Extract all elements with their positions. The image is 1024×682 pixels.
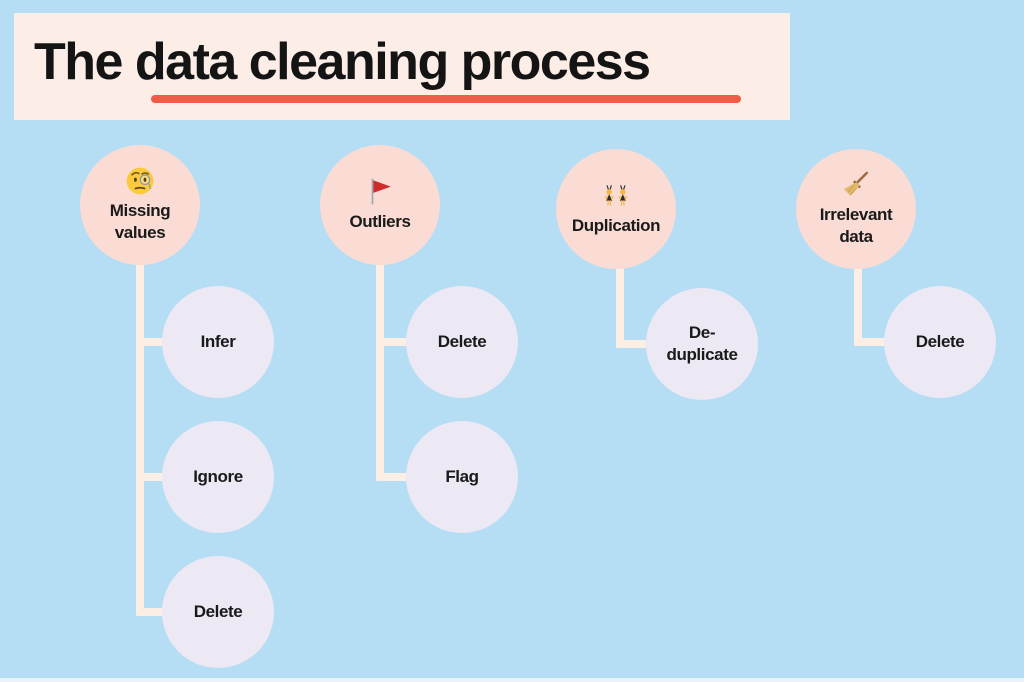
connector-branch-delete-outliers xyxy=(376,338,414,346)
page-title: The data cleaning process xyxy=(34,33,651,91)
node-ignore: Ignore xyxy=(162,421,274,533)
node-delete-missing: Delete xyxy=(162,556,274,668)
node-label: Missing values xyxy=(109,201,171,242)
node-label: Infer xyxy=(200,332,236,352)
connector-branch-delete-missing xyxy=(136,608,174,616)
node-delete-irrelevant: Delete xyxy=(884,286,996,398)
node-label: Delete xyxy=(915,332,965,352)
dancing-twins-icon xyxy=(601,181,631,211)
connector-branch-ignore xyxy=(136,473,174,481)
node-de-duplicate: De-duplicate xyxy=(646,288,758,400)
node-missing-values: Missing values xyxy=(80,145,200,265)
connector-missing-values-trunk xyxy=(136,252,144,616)
connector-branch-de-duplicate xyxy=(616,340,658,348)
title-box: The data cleaning process xyxy=(14,13,790,120)
node-label: Outliers xyxy=(349,212,411,232)
title-underline xyxy=(151,95,741,103)
node-delete-outliers: Delete xyxy=(406,286,518,398)
connector-branch-flag xyxy=(376,473,414,481)
node-irrelevant-data: Irrelevant data xyxy=(796,149,916,269)
node-label: Irrelevant data xyxy=(819,205,893,246)
connector-outliers-trunk xyxy=(376,252,384,481)
node-label: Delete xyxy=(437,332,487,352)
node-label: De-duplicate xyxy=(666,323,738,364)
connector-branch-infer xyxy=(136,338,174,346)
node-infer: Infer xyxy=(162,286,274,398)
node-label: Delete xyxy=(193,602,243,622)
red-flag-icon xyxy=(365,177,395,207)
node-label: Duplication xyxy=(571,216,661,236)
bottom-edge-strip xyxy=(0,678,1024,682)
node-flag: Flag xyxy=(406,421,518,533)
connector-irrelevant-trunk xyxy=(854,252,862,346)
monocle-face-icon xyxy=(125,166,155,196)
node-duplication: Duplication xyxy=(556,149,676,269)
connector-branch-delete-irrelevant xyxy=(854,338,896,346)
connector-duplication-trunk xyxy=(616,252,624,348)
node-outliers: Outliers xyxy=(320,145,440,265)
node-label: Ignore xyxy=(193,467,243,487)
broom-icon xyxy=(841,170,871,200)
node-label: Flag xyxy=(445,467,479,487)
